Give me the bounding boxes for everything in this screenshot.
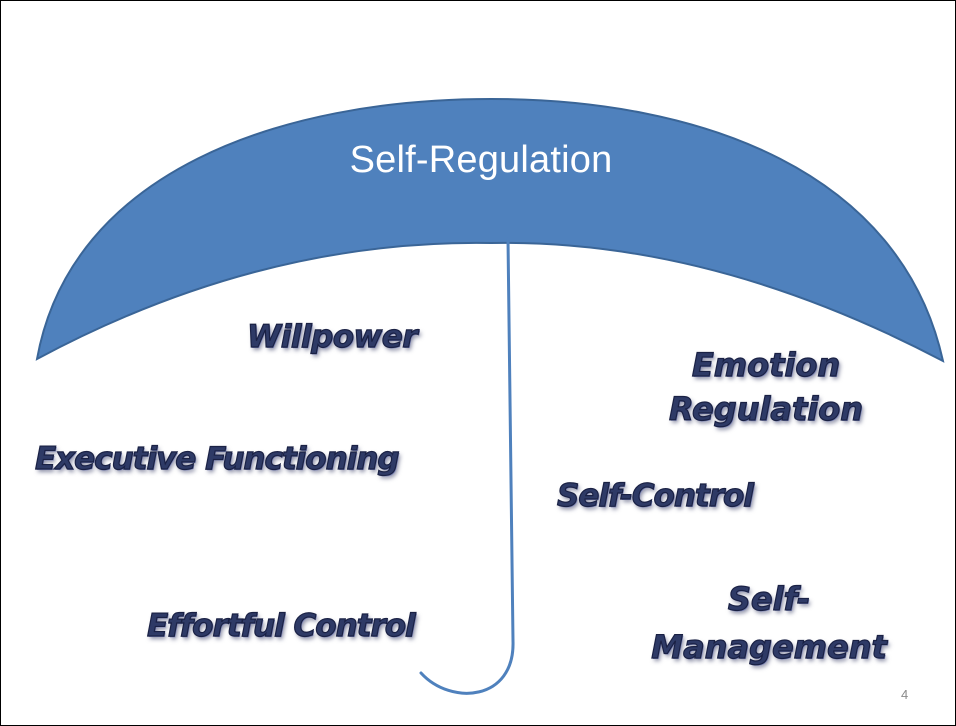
canopy-title: Self-Regulation xyxy=(349,139,613,181)
umbrella-handle xyxy=(419,237,515,695)
term-effortful-control: Effortful Control xyxy=(146,608,416,644)
umbrella-canopy xyxy=(35,97,945,363)
term-emotion-regulation-line-1: Emotion xyxy=(691,345,841,384)
term-self-control: Self-Control xyxy=(556,478,754,514)
term-self-management-line-2: Management xyxy=(651,627,888,666)
term-emotion-regulation-line-2: Regulation xyxy=(668,389,864,428)
term-executive-functioning: Executive Functioning xyxy=(34,441,400,477)
term-self-management-line-1: Self- xyxy=(727,579,811,618)
term-willpower: Willpower xyxy=(246,319,418,355)
term-emotion-regulation: Emotion Regulation xyxy=(661,343,871,431)
term-self-management: Self- Management xyxy=(649,575,889,671)
slide-number: 4 xyxy=(901,687,909,702)
